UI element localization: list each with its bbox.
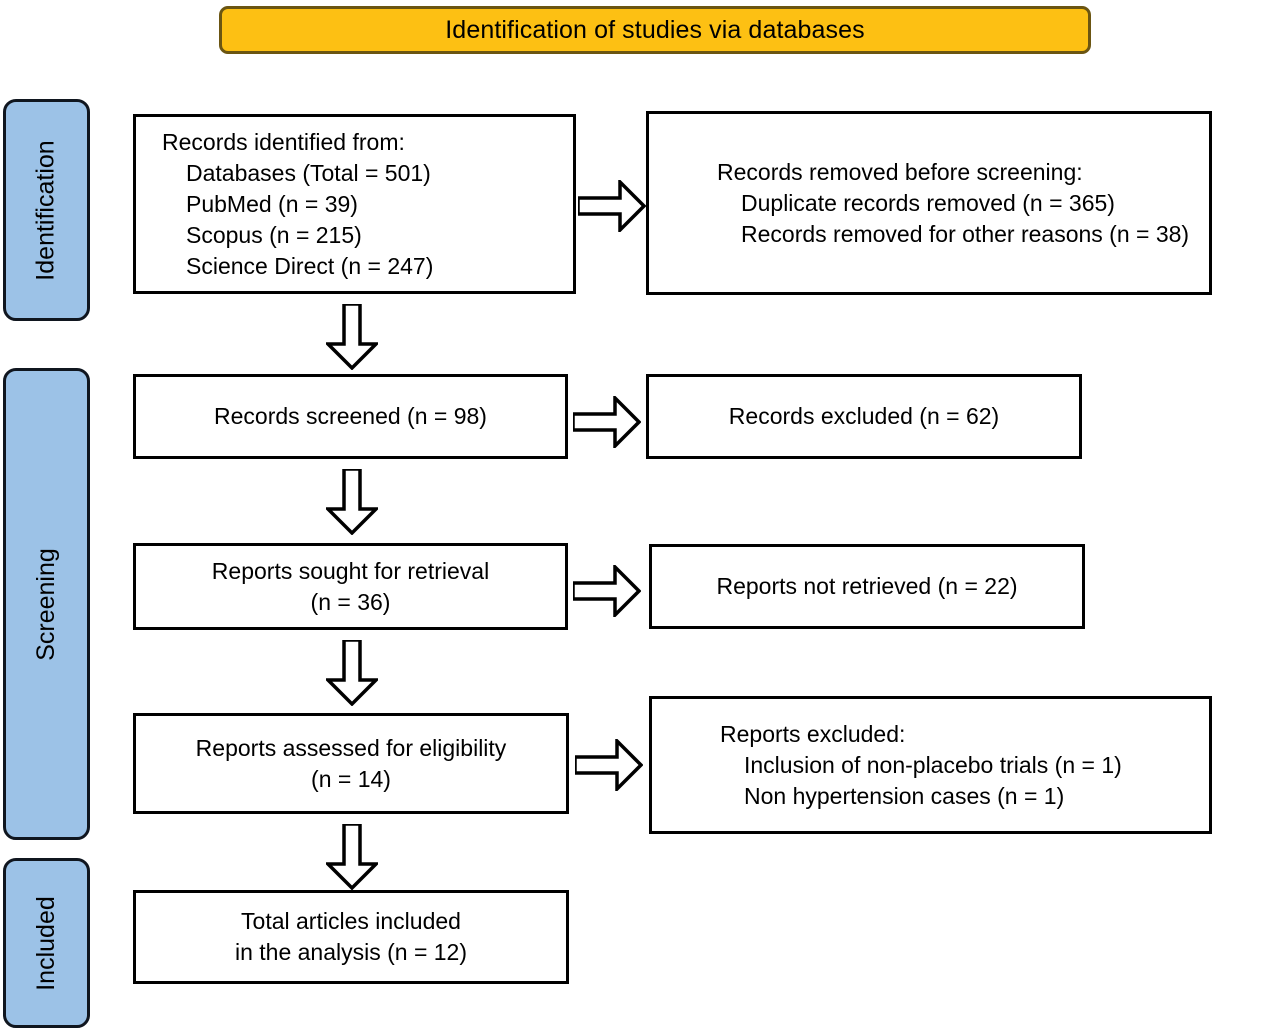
- phase-bar-screening: Screening: [3, 368, 90, 840]
- box-total-articles-included: Total articles included in the analysis …: [133, 890, 569, 984]
- arrow-right-icon: [575, 739, 643, 791]
- box-records-screened: Records screened (n = 98): [133, 374, 568, 459]
- box-line: (n = 14): [311, 765, 391, 792]
- phase-label-screening: Screening: [32, 547, 61, 661]
- box-line: Reports excluded:: [720, 720, 906, 747]
- phase-bar-included: Included: [3, 858, 90, 1028]
- box-line: Reports not retrieved (n = 22): [716, 573, 1018, 599]
- arrow-down-icon: [326, 304, 378, 370]
- box-line: Records removed for other reasons (n = 3…: [741, 220, 1190, 247]
- box-line: Reports assessed for eligibility: [195, 734, 507, 761]
- box-line: Science Direct (n = 247): [186, 252, 434, 279]
- diagram-title-text: Identification of studies via databases: [445, 15, 865, 44]
- box-line: Databases (Total = 501): [186, 159, 431, 186]
- box-line: PubMed (n = 39): [186, 190, 358, 217]
- box-records-identified: Records identified from: Databases (Tota…: [133, 114, 576, 294]
- box-records-excluded: Records excluded (n = 62): [646, 374, 1082, 459]
- box-reports-not-retrieved: Reports not retrieved (n = 22): [649, 544, 1085, 629]
- box-reports-excluded: Reports excluded: Inclusion of non-place…: [649, 696, 1212, 834]
- box-line: Records screened (n = 98): [214, 403, 487, 429]
- phase-bar-identification: Identification: [3, 99, 90, 321]
- arrow-down-icon: [326, 640, 378, 706]
- arrow-down-icon: [326, 824, 378, 890]
- box-line: Non hypertension cases (n = 1): [744, 782, 1065, 809]
- box-line: Records excluded (n = 62): [728, 403, 1000, 429]
- box-line: Reports sought for retrieval: [211, 557, 490, 584]
- arrow-right-icon: [573, 565, 641, 617]
- box-line: in the analysis (n = 12): [234, 939, 468, 965]
- arrow-right-icon: [573, 396, 641, 448]
- diagram-title-banner: Identification of studies via databases: [219, 6, 1091, 54]
- box-line: (n = 36): [310, 588, 391, 615]
- box-reports-assessed-eligibility: Reports assessed for eligibility (n = 14…: [133, 713, 569, 814]
- box-line: Scopus (n = 215): [186, 221, 362, 248]
- box-line: Records identified from:: [162, 128, 405, 155]
- box-line: Records removed before screening:: [717, 158, 1083, 185]
- box-line: Total articles included: [241, 908, 461, 934]
- box-records-removed: Records removed before screening: Duplic…: [646, 111, 1212, 295]
- box-line: Duplicate records removed (n = 365): [741, 189, 1115, 216]
- phase-label-identification: Identification: [32, 139, 60, 281]
- box-reports-sought: Reports sought for retrieval (n = 36): [133, 543, 568, 630]
- arrow-right-icon: [578, 180, 646, 232]
- phase-label-included: Included: [32, 895, 60, 991]
- arrow-down-icon: [326, 469, 378, 535]
- box-line: Inclusion of non-placebo trials (n = 1): [744, 751, 1122, 778]
